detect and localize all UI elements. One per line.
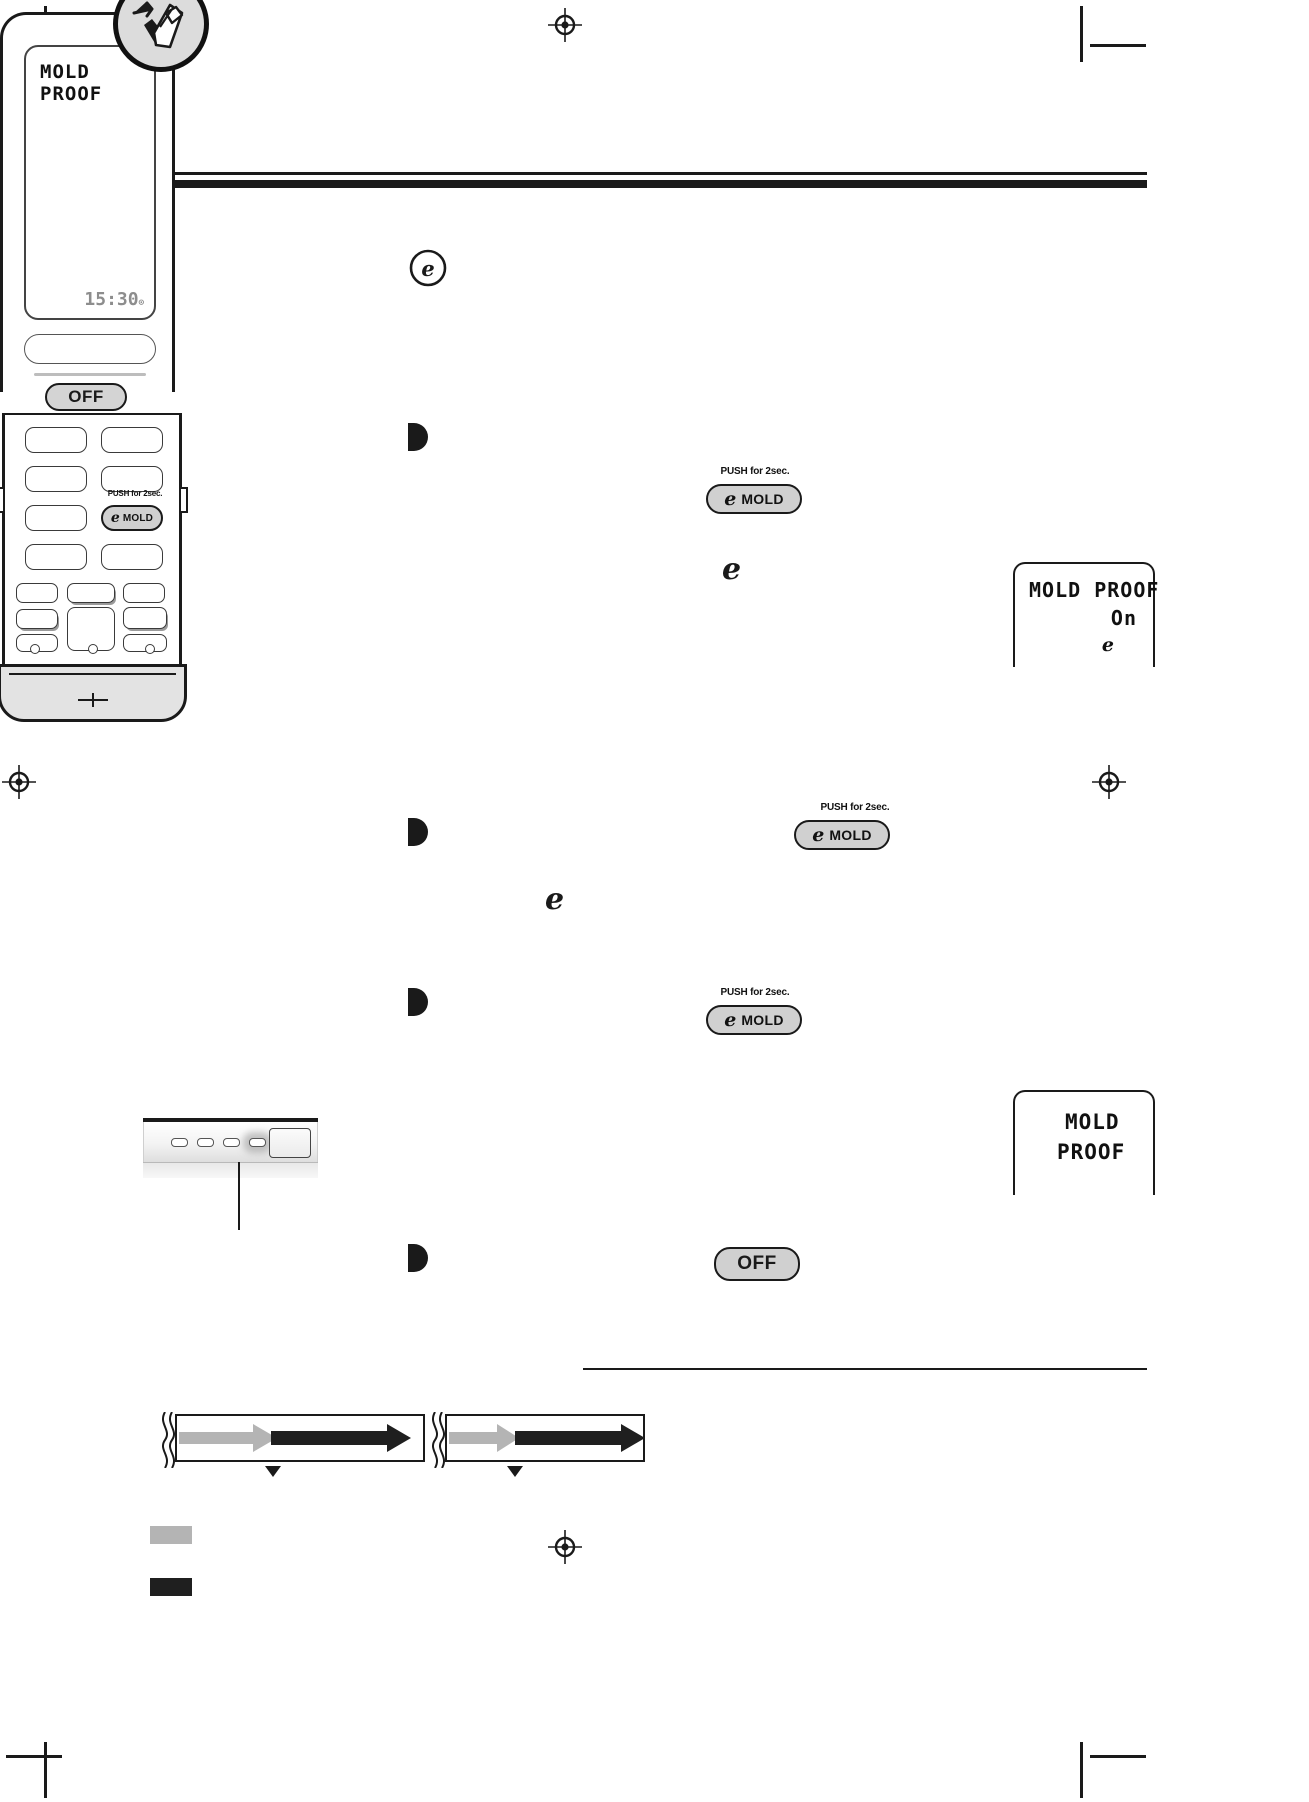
indoor-unit-lamp-3 bbox=[223, 1138, 240, 1147]
lcd-result-2-line1: MOLD bbox=[1065, 1110, 1120, 1134]
timeline-cycle-1-gray-arrow bbox=[179, 1424, 277, 1457]
timeline-break-2 bbox=[425, 1411, 447, 1473]
step-2-mold-button[interactable]: e MOLD bbox=[794, 820, 890, 850]
indoor-unit-lower-edge bbox=[143, 1162, 318, 1178]
remote-lcd-line-proof: PROOF bbox=[40, 83, 103, 106]
step-3-push-label: PUSH for 2sec. bbox=[720, 987, 790, 998]
header-rule-thin bbox=[143, 172, 1147, 175]
step-1-detail-swirl-icon: e bbox=[722, 552, 742, 587]
registration-mark-left bbox=[2, 765, 36, 799]
step-3-mold-button-label: MOLD bbox=[741, 1012, 784, 1028]
step-3-mold-button[interactable]: e MOLD bbox=[706, 1005, 802, 1035]
crop-mark-bottom-left-h bbox=[6, 1755, 62, 1758]
mold-proof-symbol-header: e bbox=[408, 248, 448, 288]
note-separator-rule bbox=[583, 1368, 1147, 1370]
remote-hairline-divider bbox=[34, 373, 146, 376]
crop-mark-top-right-h bbox=[1090, 44, 1146, 47]
step-4-off-button[interactable]: OFF bbox=[714, 1247, 800, 1281]
step-1-mold-button-label: MOLD bbox=[741, 491, 784, 507]
lcd-result-1-swirl-icon: e bbox=[1101, 634, 1115, 656]
remote-key-r1c1[interactable] bbox=[25, 427, 87, 453]
timeline-transition-marker-2 bbox=[507, 1466, 523, 1477]
remote-blank-bar bbox=[24, 334, 156, 364]
remote-foot-left bbox=[30, 644, 40, 654]
step-marker-1 bbox=[405, 422, 431, 452]
remote-key-r4c1[interactable] bbox=[25, 544, 87, 570]
step-marker-4 bbox=[405, 1243, 431, 1273]
registration-mark-top bbox=[548, 8, 582, 42]
remote-key-center-large[interactable] bbox=[67, 607, 115, 651]
crop-mark-bottom-left-v bbox=[44, 1742, 47, 1798]
step-2-push-label: PUSH for 2sec. bbox=[820, 802, 890, 813]
registration-mark-right bbox=[1092, 765, 1126, 799]
lcd-result-mold-proof-on: MOLD PROOF On e bbox=[1013, 562, 1158, 667]
remote-control-illustration: MOLD PROOF 15:30⊙ OFF PUSH for 2sec. e M… bbox=[0, 0, 209, 722]
remote-mold-key-push-label: PUSH for 2sec. bbox=[107, 489, 163, 498]
indoor-unit-leader-line bbox=[238, 1162, 240, 1230]
indoor-unit-lamp-1 bbox=[171, 1138, 188, 1147]
timing-diagram bbox=[155, 1410, 665, 1500]
remote-foot-center bbox=[88, 644, 98, 654]
remote-base-edge bbox=[9, 673, 176, 675]
remote-side-tab-right bbox=[179, 487, 188, 513]
timeline-cycle-2-black-arrow bbox=[515, 1424, 645, 1457]
remote-lcd-screen: MOLD PROOF 15:30⊙ bbox=[24, 45, 156, 320]
remote-key-b1[interactable] bbox=[16, 583, 58, 603]
remote-keypad-housing: PUSH for 2sec. e MOLD bbox=[0, 413, 188, 668]
remote-key-r2c1[interactable] bbox=[25, 466, 87, 492]
remote-key-b3[interactable] bbox=[123, 583, 165, 603]
remote-lcd-line-mold: MOLD bbox=[40, 61, 90, 83]
remote-key-b5[interactable] bbox=[123, 607, 167, 629]
remote-lcd-clock-meridiem: ⊙ bbox=[138, 298, 144, 308]
indoor-unit-top-edge bbox=[143, 1118, 318, 1122]
indoor-unit-lamp-4-glowing bbox=[249, 1138, 266, 1147]
timeline-cycle-2-gray-arrow bbox=[449, 1424, 519, 1457]
crop-mark-bottom-right-h bbox=[1090, 1755, 1146, 1758]
step-marker-3 bbox=[405, 987, 431, 1017]
legend-swatch-black bbox=[150, 1578, 192, 1596]
remote-base-plus-icon bbox=[77, 693, 108, 707]
remote-lcd-mold-proof-text: MOLD PROOF bbox=[40, 61, 144, 106]
remote-foot-right bbox=[145, 644, 155, 654]
step-1-mold-button[interactable]: e MOLD bbox=[706, 484, 802, 514]
mold-swirl-icon: e bbox=[110, 510, 120, 526]
lcd-result-mold-proof: MOLD PROOF bbox=[1013, 1090, 1155, 1195]
lcd-result-1-line1: MOLD PROOF bbox=[1029, 578, 1160, 602]
remote-mold-key-label: MOLD bbox=[122, 512, 154, 524]
legend-swatch-gray bbox=[150, 1526, 192, 1544]
indoor-unit-lamp-2 bbox=[197, 1138, 214, 1147]
step-2-detail-swirl-icon: e bbox=[545, 882, 565, 917]
mold-swirl-icon: e bbox=[812, 823, 825, 846]
remote-key-r2c2[interactable] bbox=[101, 466, 163, 492]
remote-lcd-clock: 15:30⊙ bbox=[84, 289, 144, 310]
remote-off-button[interactable]: OFF bbox=[45, 383, 127, 411]
lcd-result-2-line2: PROOF bbox=[1057, 1140, 1126, 1164]
indoor-unit-indicator-panel bbox=[143, 1118, 318, 1186]
remote-side-tab-left bbox=[0, 487, 5, 513]
step-marker-2 bbox=[405, 817, 431, 847]
remote-lcd-clock-time: 15:30 bbox=[84, 289, 139, 310]
remote-mold-key[interactable]: e MOLD bbox=[101, 505, 163, 531]
remote-key-r4c2[interactable] bbox=[101, 544, 163, 570]
step-1-push-label: PUSH for 2sec. bbox=[720, 466, 790, 477]
remote-key-r1c2[interactable] bbox=[101, 427, 163, 453]
remote-key-b2[interactable] bbox=[67, 583, 115, 603]
crop-mark-bottom-right-v bbox=[1080, 1742, 1083, 1798]
registration-mark-bottom bbox=[548, 1530, 582, 1564]
mold-swirl-icon: e bbox=[724, 487, 737, 510]
remote-key-b4[interactable] bbox=[16, 609, 58, 629]
crop-mark-top-right-v bbox=[1080, 6, 1083, 62]
header-rule-thick bbox=[143, 180, 1147, 188]
mold-proof-glyph: e bbox=[421, 256, 434, 281]
timeline-break-1 bbox=[155, 1411, 177, 1473]
remote-key-r3c1[interactable] bbox=[25, 505, 87, 531]
lcd-result-1-line2: On bbox=[1110, 606, 1137, 630]
step-2-mold-button-label: MOLD bbox=[829, 827, 872, 843]
indoor-unit-display bbox=[269, 1128, 311, 1158]
remote-base-cradle bbox=[0, 664, 187, 722]
mold-swirl-icon: e bbox=[724, 1008, 737, 1031]
timeline-cycle-1-black-arrow bbox=[271, 1424, 411, 1457]
timeline-transition-marker-1 bbox=[265, 1466, 281, 1477]
